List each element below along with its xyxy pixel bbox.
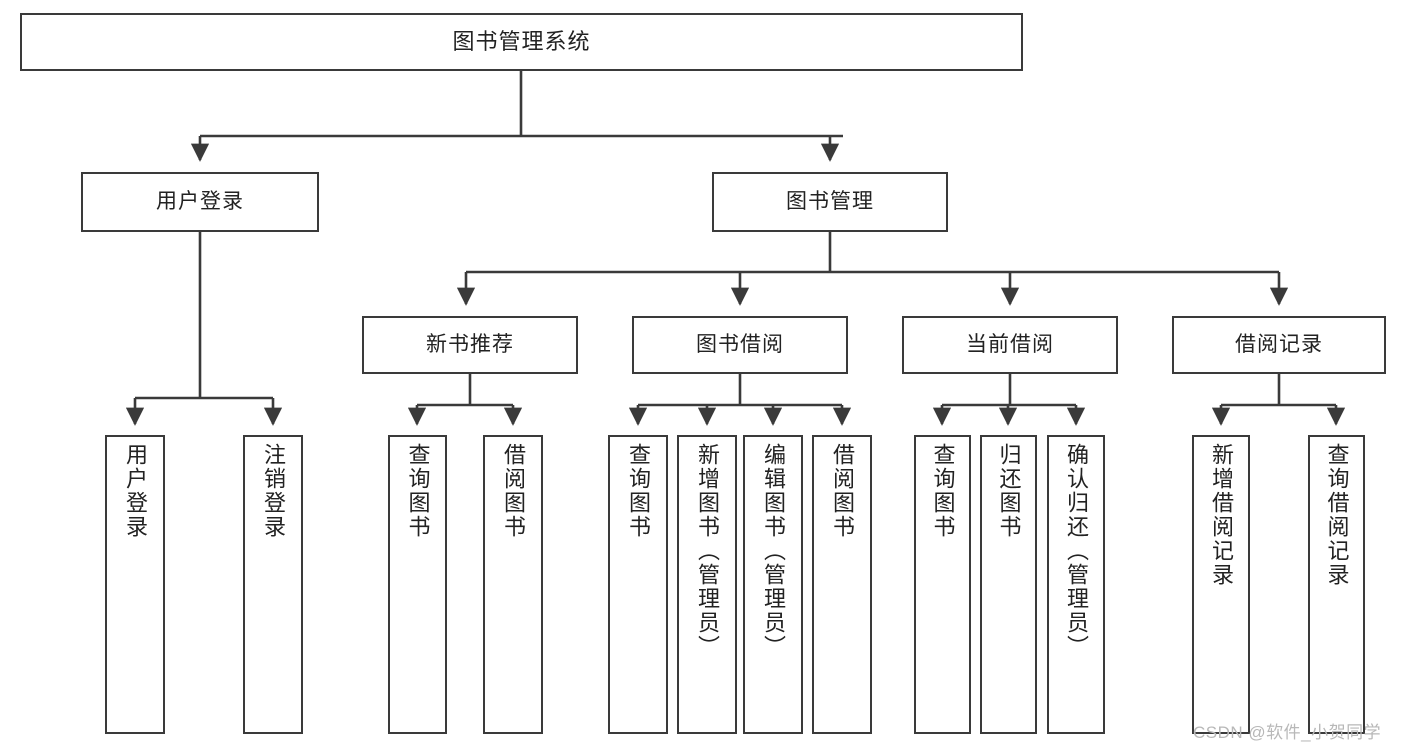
node-book-management[interactable]: 图书管理 (712, 172, 948, 232)
node-leaf-edit-book-admin-label: 编辑图书（管理员） (760, 443, 786, 659)
node-leaf-confirm-return-admin[interactable]: 确认归还（管理员） (1047, 435, 1105, 734)
node-leaf-query-borrow-record[interactable]: 查询借阅记录 (1308, 435, 1365, 734)
node-leaf-borrow-book-2[interactable]: 借阅图书 (812, 435, 872, 734)
node-leaf-edit-book-admin[interactable]: 编辑图书（管理员） (743, 435, 803, 734)
node-leaf-query-book-3-label: 查询图书 (930, 443, 956, 539)
node-leaf-return-book-label: 归还图书 (996, 443, 1022, 539)
node-leaf-borrow-book-2-label: 借阅图书 (829, 443, 855, 539)
csdn-watermark: CSDN @软件_小贺同学 (1193, 723, 1382, 742)
node-leaf-query-book-2[interactable]: 查询图书 (608, 435, 668, 734)
node-new-book-recommend-label: 新书推荐 (426, 332, 514, 356)
node-root-label: 图书管理系统 (452, 29, 591, 55)
node-borrow-record[interactable]: 借阅记录 (1172, 316, 1386, 374)
node-book-borrow[interactable]: 图书借阅 (632, 316, 848, 374)
node-leaf-query-borrow-record-label: 查询借阅记录 (1324, 443, 1350, 587)
node-leaf-return-book[interactable]: 归还图书 (980, 435, 1037, 734)
node-book-borrow-label: 图书借阅 (696, 332, 784, 356)
node-borrow-record-label: 借阅记录 (1235, 332, 1323, 356)
node-leaf-query-book-3[interactable]: 查询图书 (914, 435, 971, 734)
node-leaf-add-borrow-record-label: 新增借阅记录 (1208, 443, 1234, 587)
node-current-borrow[interactable]: 当前借阅 (902, 316, 1118, 374)
node-book-management-label: 图书管理 (786, 189, 874, 213)
node-leaf-logout[interactable]: 注销登录 (243, 435, 303, 734)
node-leaf-confirm-return-admin-label: 确认归还（管理员） (1063, 443, 1089, 659)
node-leaf-add-book-admin-label: 新增图书（管理员） (694, 443, 720, 659)
node-user-login[interactable]: 用户登录 (81, 172, 319, 232)
node-leaf-add-book-admin[interactable]: 新增图书（管理员） (677, 435, 737, 734)
node-leaf-borrow-book-1-label: 借阅图书 (500, 443, 526, 539)
node-new-book-recommend[interactable]: 新书推荐 (362, 316, 578, 374)
node-current-borrow-label: 当前借阅 (966, 332, 1054, 356)
node-leaf-query-book-1[interactable]: 查询图书 (388, 435, 447, 734)
node-leaf-user-login-label: 用户登录 (122, 443, 148, 539)
node-leaf-query-book-2-label: 查询图书 (625, 443, 651, 539)
node-root[interactable]: 图书管理系统 (20, 13, 1023, 71)
node-user-login-label: 用户登录 (156, 189, 244, 213)
node-leaf-logout-label: 注销登录 (260, 443, 286, 539)
node-leaf-query-book-1-label: 查询图书 (405, 443, 431, 539)
node-leaf-user-login[interactable]: 用户登录 (105, 435, 165, 734)
node-leaf-borrow-book-1[interactable]: 借阅图书 (483, 435, 543, 734)
node-leaf-add-borrow-record[interactable]: 新增借阅记录 (1192, 435, 1250, 734)
